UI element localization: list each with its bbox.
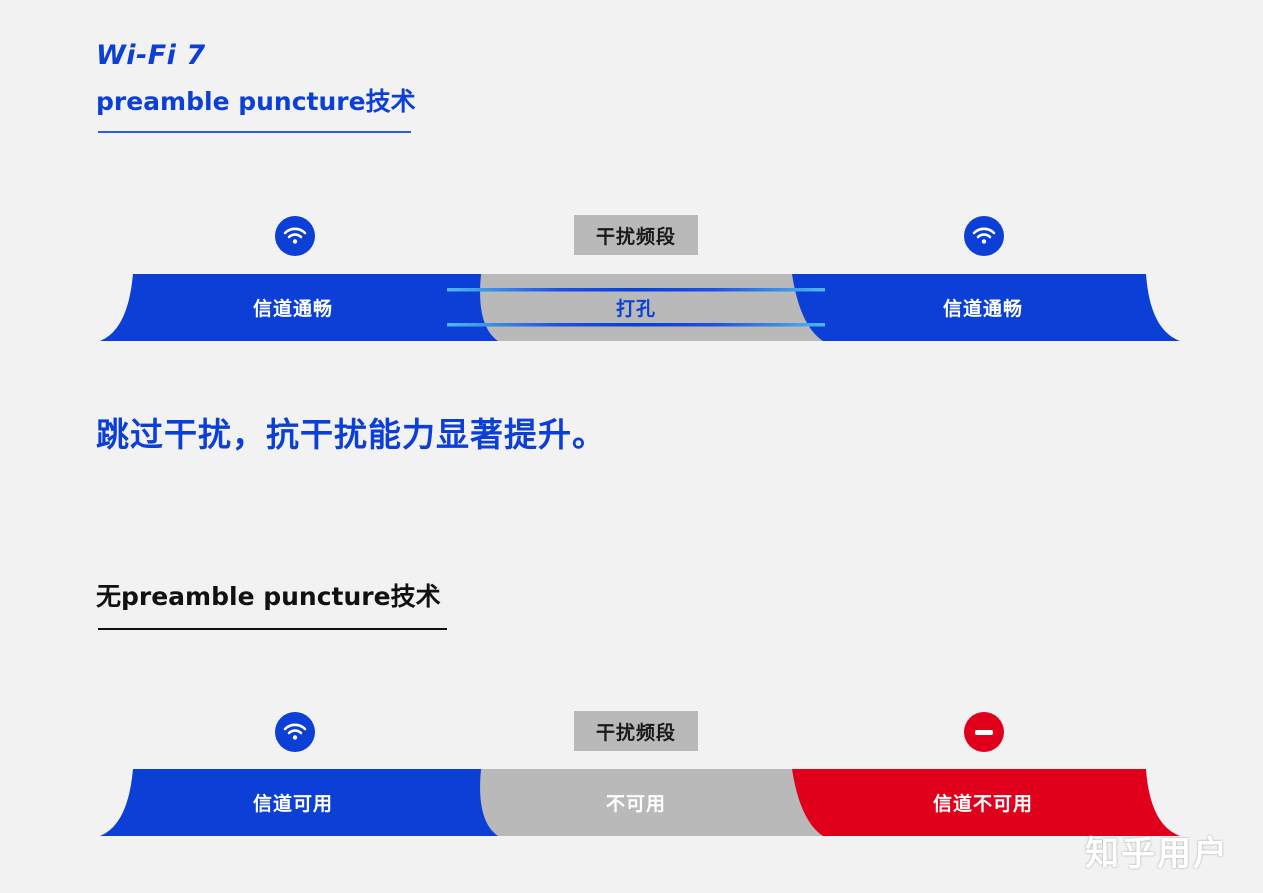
channel-band-blocked (100, 769, 1180, 836)
minus-icon (964, 712, 1004, 752)
band-label-left: 信道通畅 (252, 298, 334, 320)
wifi-icon (964, 216, 1004, 256)
band-label-right: 信道不可用 (932, 793, 1034, 815)
title-underline (98, 131, 411, 133)
zhihu-watermark: 知乎用户 (1085, 834, 1229, 874)
headline: 跳过干扰，抗干扰能力显著提升。 (96, 415, 606, 454)
title-underline (98, 628, 447, 630)
section-title-puncture: preamble puncture技术 (96, 87, 416, 116)
channel-band-punctured (100, 274, 1180, 341)
band-label-middle: 不可用 (605, 793, 667, 815)
wifi-icon (275, 216, 315, 256)
right-red-segment (792, 769, 1180, 836)
left-blue-segment (100, 769, 498, 836)
interference-band-tag: 干扰频段 (574, 215, 698, 255)
puncture-line-top (447, 288, 825, 292)
interference-band-tag: 干扰频段 (574, 711, 698, 751)
band-label-left: 信道可用 (252, 793, 334, 815)
wifi7-logo: Wi-Fi 7 (96, 40, 206, 71)
band-label-middle: 打孔 (615, 298, 657, 320)
band-label-right: 信道通畅 (942, 298, 1024, 320)
left-blue-segment (100, 274, 498, 341)
right-blue-segment (792, 274, 1180, 341)
section-title-no-puncture: 无preamble puncture技术 (96, 582, 441, 611)
wifi-icon (275, 712, 315, 752)
gray-middle-segment (440, 769, 830, 836)
puncture-line-bottom (447, 323, 825, 327)
